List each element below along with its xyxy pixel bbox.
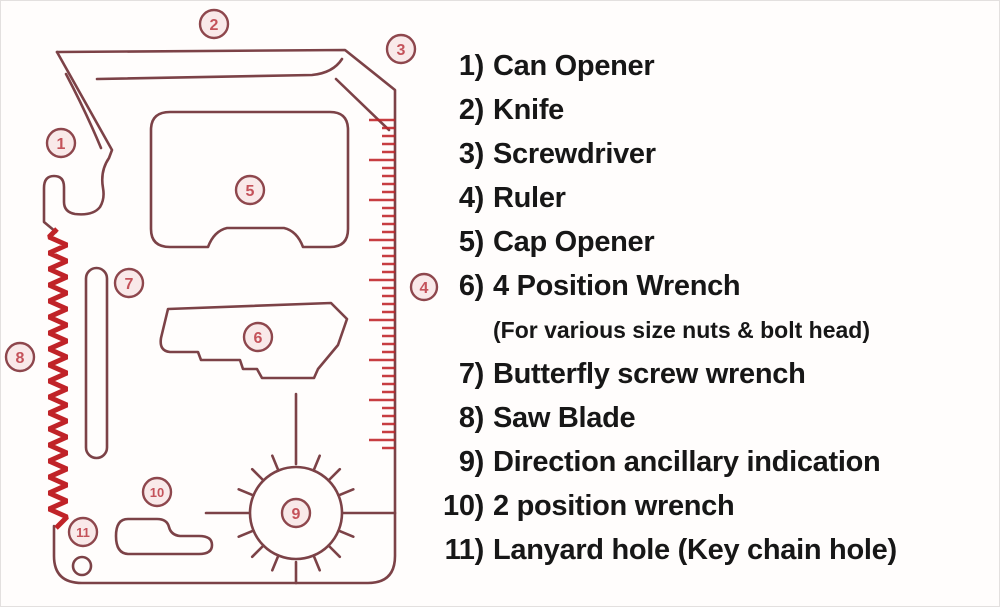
legend-item-4-number: 4) bbox=[458, 181, 484, 214]
legend-item-6-label: 4 Position Wrench bbox=[493, 269, 741, 302]
legend-item-2: 2) Knife bbox=[438, 88, 998, 132]
gear-teeth bbox=[237, 454, 355, 572]
legend-item-9-number: 9) bbox=[458, 445, 484, 478]
callout-4: 4 bbox=[409, 272, 439, 302]
legend-item-7-label: Butterfly screw wrench bbox=[493, 357, 806, 390]
callout-2: 2 bbox=[198, 8, 230, 40]
svg-text:4: 4 bbox=[420, 280, 429, 297]
callout-9: 9 bbox=[280, 497, 312, 529]
legend-item-10: 10) 2 position wrench bbox=[438, 484, 998, 528]
svg-text:8: 8 bbox=[16, 350, 25, 367]
callout-5: 5 bbox=[234, 174, 266, 206]
legend-item-7-number: 7) bbox=[458, 357, 484, 390]
screwdriver-notch-line bbox=[334, 77, 391, 132]
legend-item-10-label: 2 position wrench bbox=[493, 489, 735, 522]
callout-10: 10 bbox=[141, 476, 173, 508]
legend: 1) Can Opener 2) Knife 3) Screwdriver 4)… bbox=[438, 44, 998, 572]
tool-diagram: 1 2 3 4 5 6 7 bbox=[0, 0, 450, 607]
svg-text:5: 5 bbox=[246, 183, 255, 200]
legend-note: (For various size nuts & bolt head) bbox=[438, 308, 998, 352]
legend-item-5: 5) Cap Opener bbox=[438, 220, 998, 264]
svg-text:6: 6 bbox=[254, 330, 263, 347]
legend-item-9: 9) Direction ancillary indication bbox=[438, 440, 998, 484]
cap-opener-cutout bbox=[149, 110, 350, 249]
legend-item-3: 3) Screwdriver bbox=[438, 132, 998, 176]
gear-cross-lines bbox=[204, 392, 397, 585]
legend-item-5-label: Cap Opener bbox=[493, 225, 655, 258]
legend-item-1-number: 1) bbox=[458, 49, 484, 82]
legend-item-11: 11) Lanyard hole (Key chain hole) bbox=[438, 528, 998, 572]
svg-text:11: 11 bbox=[76, 525, 90, 540]
legend-item-11-number: 11) bbox=[444, 533, 485, 566]
can-opener-blade-inner-line bbox=[64, 72, 103, 150]
lanyard-hole bbox=[71, 555, 93, 577]
callout-6: 6 bbox=[242, 321, 274, 353]
legend-item-8-number: 8) bbox=[458, 401, 484, 434]
ruler-ticks bbox=[369, 118, 395, 450]
legend-item-5-number: 5) bbox=[458, 225, 484, 258]
legend-item-1: 1) Can Opener bbox=[438, 44, 998, 88]
legend-item-11-label: Lanyard hole (Key chain hole) bbox=[493, 533, 897, 566]
legend-item-3-number: 3) bbox=[458, 137, 484, 170]
legend-item-4-label: Ruler bbox=[493, 181, 566, 214]
legend-item-3-label: Screwdriver bbox=[493, 137, 656, 170]
svg-text:10: 10 bbox=[150, 485, 164, 500]
legend-item-2-label: Knife bbox=[493, 93, 565, 126]
legend-item-6-number: 6) bbox=[458, 269, 484, 302]
four-position-wrench-cutout bbox=[159, 301, 349, 380]
butterfly-wrench-slot bbox=[84, 266, 109, 460]
two-position-wrench-slot bbox=[114, 517, 214, 556]
legend-item-1-label: Can Opener bbox=[493, 49, 655, 82]
legend-item-9-label: Direction ancillary indication bbox=[493, 445, 881, 478]
svg-text:3: 3 bbox=[397, 42, 406, 59]
legend-item-2-number: 2) bbox=[458, 93, 484, 126]
callout-11: 11 bbox=[67, 516, 99, 548]
saw-blade-teeth bbox=[47, 227, 69, 530]
can-opener-shape bbox=[42, 50, 114, 234]
legend-item-8-label: Saw Blade bbox=[493, 401, 636, 434]
tool-diagram-svg: 1 2 3 4 5 6 7 bbox=[4, 8, 439, 585]
svg-text:1: 1 bbox=[57, 136, 66, 153]
callout-3: 3 bbox=[385, 33, 417, 65]
legend-item-4: 4) Ruler bbox=[438, 176, 998, 220]
callout-1: 1 bbox=[45, 127, 77, 159]
svg-text:7: 7 bbox=[125, 276, 134, 293]
legend-note-text: (For various size nuts & bolt head) bbox=[493, 316, 870, 343]
knife-slot-line bbox=[95, 57, 344, 81]
card-outline bbox=[52, 48, 397, 585]
svg-text:2: 2 bbox=[210, 17, 219, 34]
legend-item-6: 6) 4 Position Wrench bbox=[438, 264, 998, 308]
callout-7: 7 bbox=[113, 267, 145, 299]
legend-item-10-number: 10) bbox=[442, 489, 484, 522]
legend-item-8: 8) Saw Blade bbox=[438, 396, 998, 440]
callout-8: 8 bbox=[4, 341, 36, 373]
legend-item-7: 7) Butterfly screw wrench bbox=[438, 352, 998, 396]
svg-text:9: 9 bbox=[292, 506, 301, 523]
